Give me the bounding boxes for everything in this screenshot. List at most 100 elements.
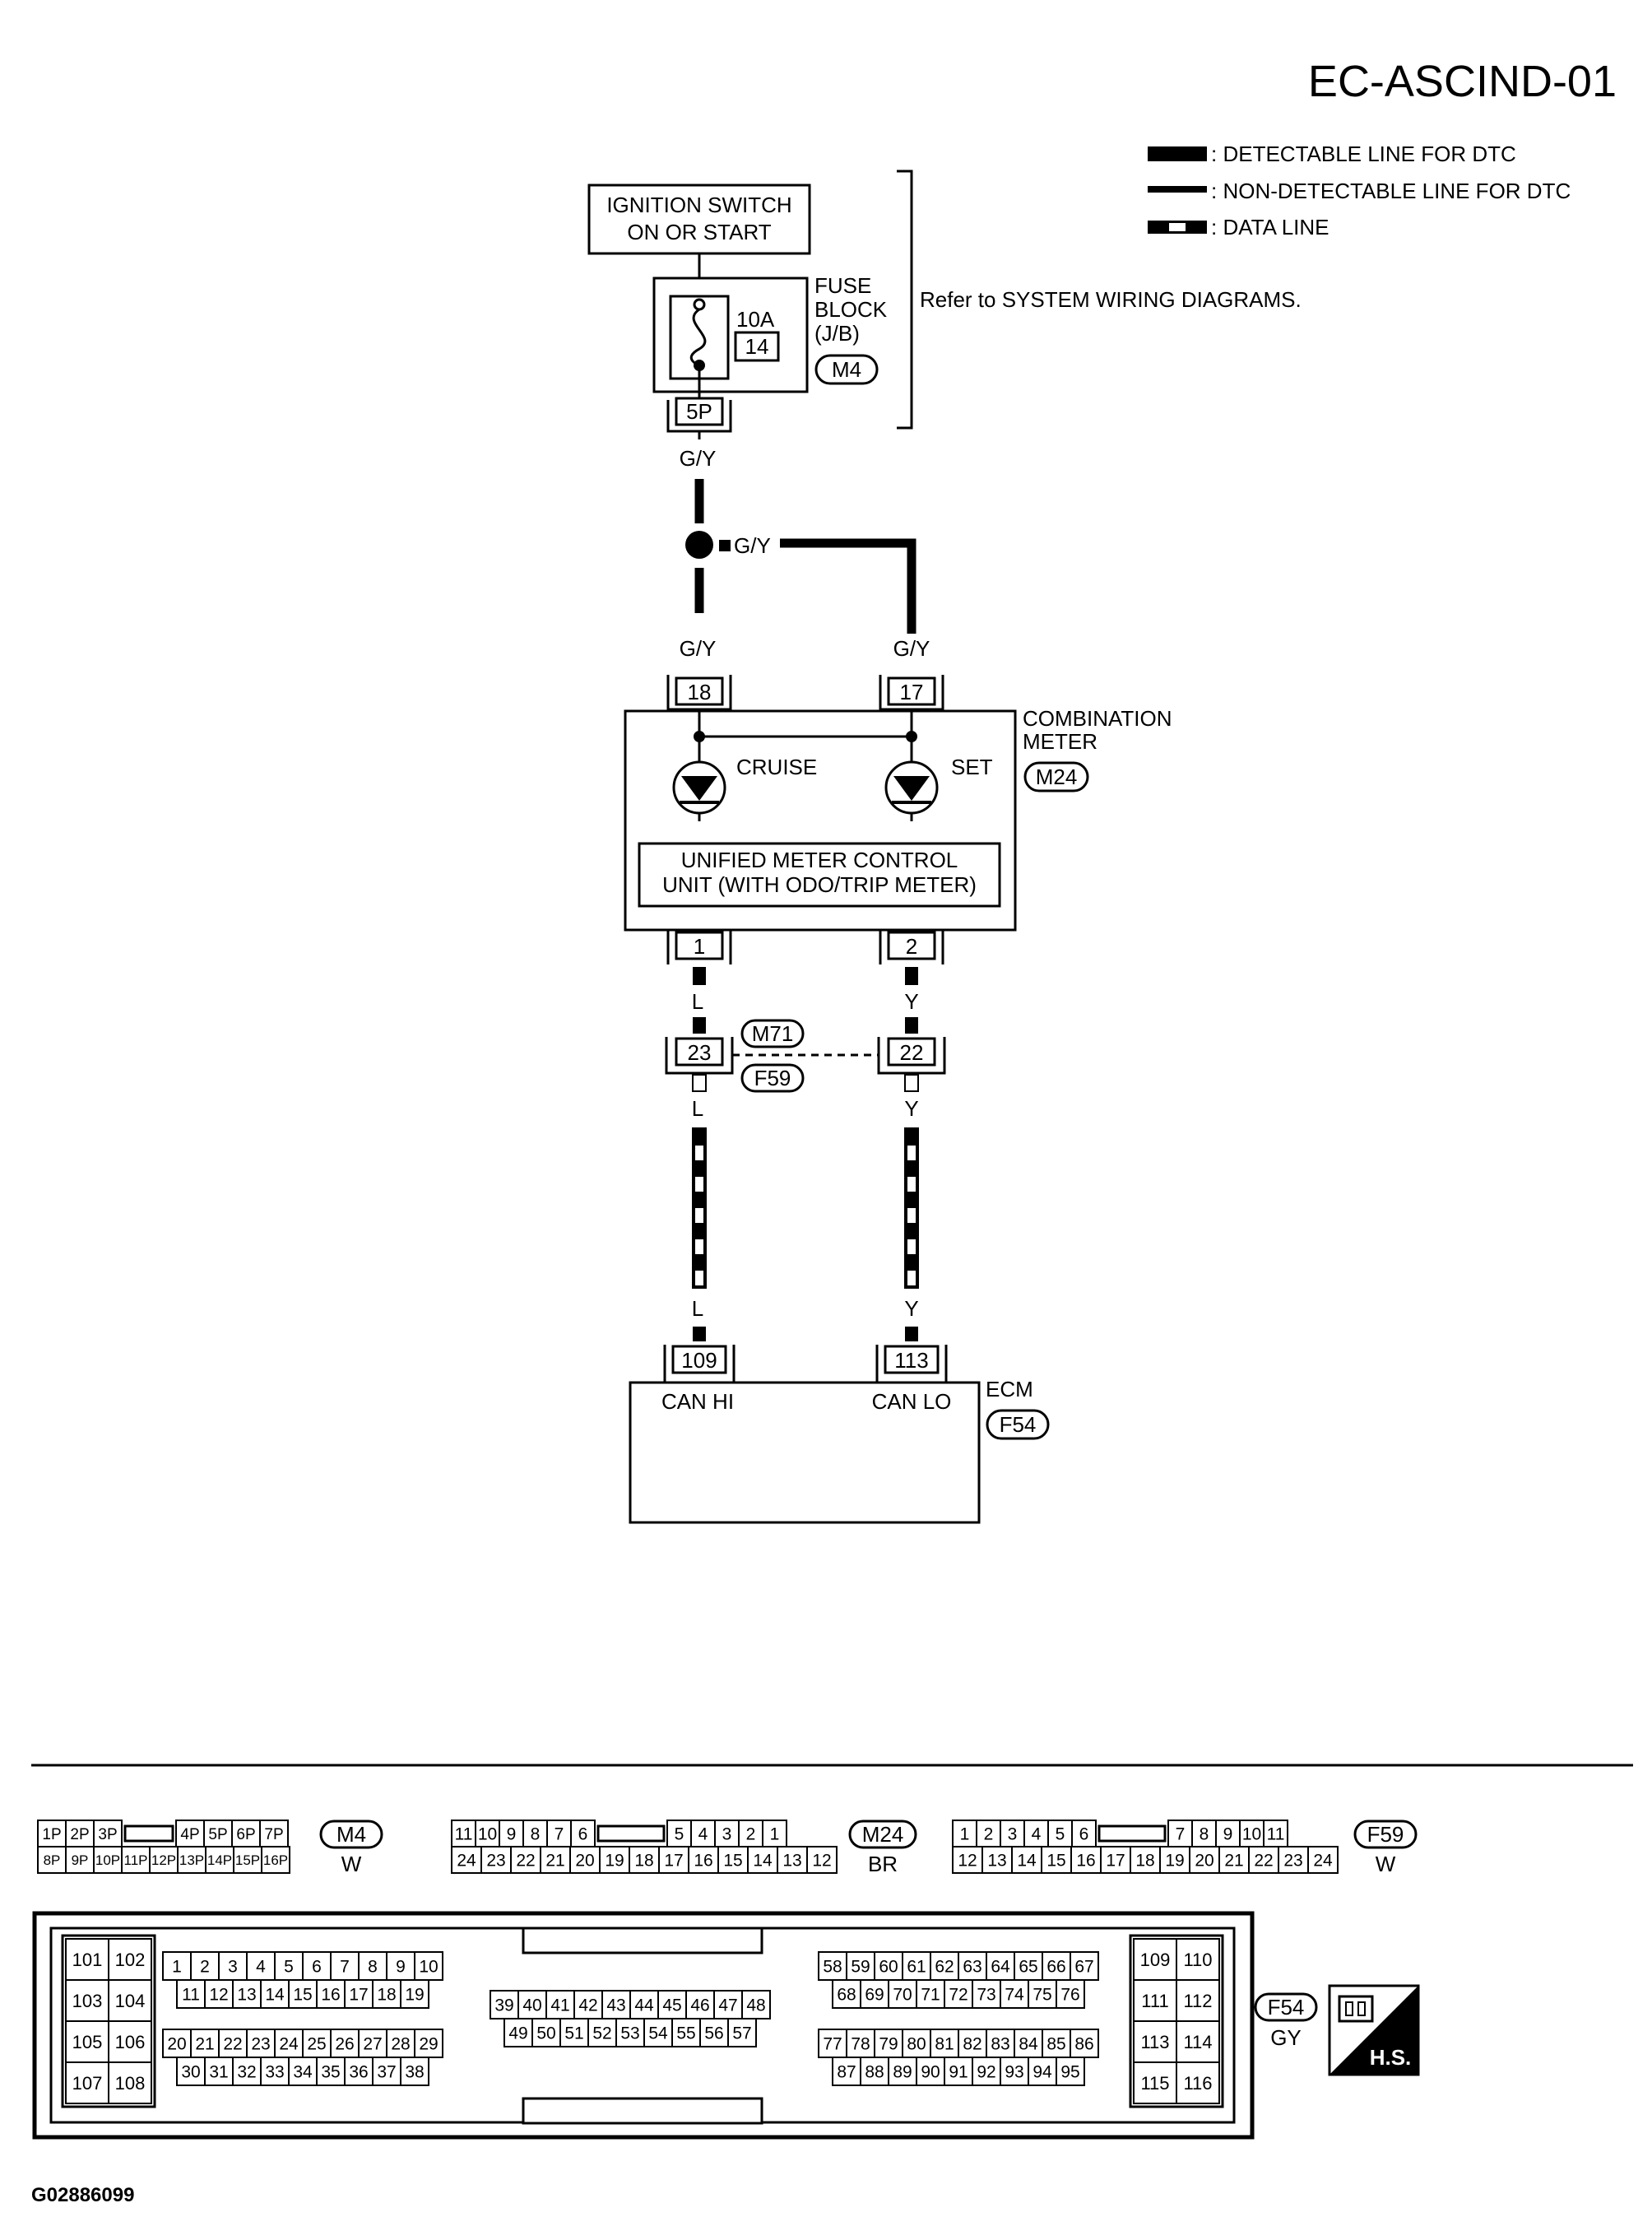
pin-number: 31	[209, 2063, 228, 2082]
pin-number: 20	[1195, 1852, 1213, 1871]
pin-cavity	[1218, 1846, 1250, 1874]
svg-text:109: 109	[681, 1348, 717, 1373]
pin-cavity	[1130, 1846, 1161, 1874]
ignition-switch-line2: ON OR START	[627, 220, 771, 244]
pin-cavity	[806, 1846, 838, 1874]
pin-cavity	[888, 1979, 917, 2009]
pin-cavity	[203, 1820, 233, 1848]
ecm-name: ECM	[986, 1377, 1033, 1401]
pin-cavity	[232, 2057, 262, 2086]
wire-color-l-lower: L	[692, 1296, 703, 1321]
pin-cavity	[1070, 1951, 1099, 1981]
pin-number: 3	[722, 1825, 732, 1844]
wire-gy-branch	[780, 538, 916, 634]
connector-lock-slot	[123, 1824, 174, 1843]
pin-number: 7	[340, 1958, 350, 1977]
combo-meter-pin-1: 1	[666, 928, 732, 964]
terminal-5p: 5P	[666, 397, 732, 433]
pin-number: 112	[1183, 1991, 1212, 2011]
ecm-pin-113: 113	[875, 1345, 948, 1384]
pin-number: 19	[1165, 1852, 1184, 1871]
joint-connector-top-id: M71	[752, 1021, 794, 1046]
pin-number: 90	[921, 2063, 940, 2082]
pin-number: 1	[172, 1958, 182, 1977]
pin-number: 30	[181, 2063, 200, 2082]
pin-number: 20	[575, 1852, 594, 1871]
pin-cavity	[727, 2018, 757, 2047]
pin-number: 21	[195, 2035, 214, 2054]
pin-cavity	[37, 1820, 67, 1848]
connector-m4-id: M4	[336, 1822, 366, 1847]
pin-cavity	[1028, 2057, 1057, 2086]
pin-number: 64	[991, 1958, 1010, 1977]
wire-color-gy-left: G/Y	[680, 636, 717, 661]
pin-number: 60	[879, 1958, 898, 1977]
pin-number: 69	[865, 1986, 884, 2005]
fuse-block: 10A 14 FUSE BLOCK (J/B) M4	[652, 273, 888, 403]
pin-number: 17	[349, 1986, 368, 2005]
pin-cavity	[259, 1820, 289, 1848]
pin-number: 21	[1224, 1852, 1243, 1871]
pin-cavity	[358, 1951, 387, 1981]
pin-number: 87	[837, 2063, 856, 2082]
pin-cavity	[176, 1979, 206, 2009]
pin-number: 103	[72, 1991, 103, 2011]
pin-cavity	[1307, 1846, 1339, 1874]
pin-number: 33	[265, 2063, 284, 2082]
connector-m24-id: M24	[862, 1822, 904, 1847]
pin-number: 13	[237, 1986, 256, 2005]
pin-cavity	[190, 2029, 220, 2058]
pin-number: 91	[949, 2063, 968, 2082]
pin-number: 38	[405, 2063, 424, 2082]
pin-cavity	[400, 2057, 429, 2086]
pin-cavity	[666, 1820, 692, 1848]
pin-number: 29	[419, 2035, 438, 2054]
pin-number: 5	[675, 1825, 684, 1844]
combo-meter-connector-id: M24	[1036, 765, 1078, 789]
pin-number: 18	[1135, 1852, 1154, 1871]
ecm-pin-109: 109	[663, 1345, 736, 1384]
pin-cavity	[190, 1951, 220, 1981]
pin-number: 79	[879, 2035, 898, 2054]
pin-cavity	[108, 1938, 152, 1981]
pin-number: 56	[704, 2024, 723, 2043]
pin-number: 2	[746, 1825, 756, 1844]
pin-cavity	[671, 2018, 701, 2047]
legend-non-detectable-label: : NON-DETECTABLE LINE FOR DTC	[1211, 179, 1571, 203]
pin-cavity	[218, 2029, 248, 2058]
pin-number: 43	[606, 1996, 625, 2015]
combo-meter-pin-2: 2	[879, 928, 944, 964]
pin-number: 70	[893, 1986, 912, 2005]
page-title: EC-ASCIND-01	[1308, 57, 1617, 106]
pin-cavity	[108, 2020, 152, 2063]
pin-number: 23	[486, 1852, 505, 1871]
combo-meter-name1: COMBINATION	[1023, 706, 1172, 731]
pin-number: 1	[960, 1825, 970, 1844]
connector-m4-color: W	[341, 1852, 362, 1876]
set-lamp-label: SET	[951, 755, 993, 779]
pin-number: 37	[377, 2063, 396, 2082]
pin-number: 104	[115, 1991, 146, 2011]
pin-cavity	[546, 1820, 572, 1848]
set-indicator-lamp	[884, 760, 939, 815]
ecm-can-hi-label: CAN HI	[661, 1389, 734, 1414]
pin-number: 101	[72, 1950, 103, 1970]
pin-number: 24	[1313, 1852, 1333, 1871]
combo-meter-pin-18: 18	[666, 675, 732, 711]
ignition-switch-line1: IGNITION SWITCH	[606, 193, 791, 217]
pin-number: 2	[984, 1825, 994, 1844]
unified-meter-label2: UNIT (WITH ODO/TRIP METER)	[662, 872, 977, 897]
connector-f54-color: GY	[1270, 2025, 1302, 2050]
pin-number: 4	[1032, 1825, 1042, 1844]
pin-cavity	[559, 2018, 589, 2047]
pin-cavity	[344, 2057, 374, 2086]
pin-cavity	[1176, 2061, 1220, 2104]
pin-cavity	[1191, 1820, 1217, 1848]
pin-number: 14	[265, 1986, 285, 2005]
pin-cavity	[1041, 1846, 1072, 1874]
pin-number: 10P	[95, 1852, 120, 1868]
pin-number: 10	[478, 1825, 497, 1844]
